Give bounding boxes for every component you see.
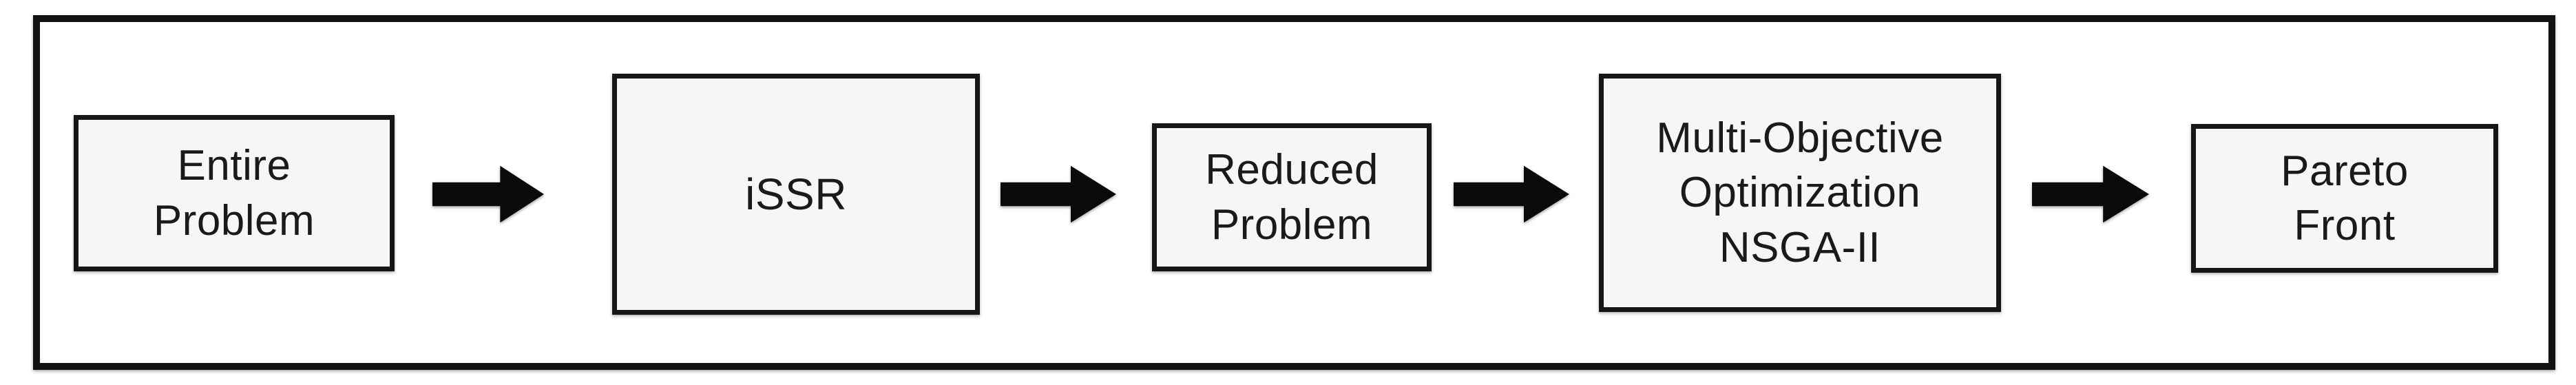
node-reduced-problem-label: Reduced Problem [1205,146,1379,249]
node-entire-problem: Entire Problem [74,115,395,271]
arrow-right-icon [432,165,544,223]
node-pareto-front-label: Pareto Front [2281,147,2409,249]
node-reduced-problem: Reduced Problem [1152,123,1432,271]
node-issr-label: iSSR [745,169,847,219]
arrow-right-icon [2032,165,2149,223]
node-pareto-front: Pareto Front [2191,124,2498,273]
node-entire-problem-label: Entire Problem [153,142,315,244]
node-multi-objective-optimization-nsga-ii-label: Multi-Objective Optimization NSGA-II [1656,114,1944,271]
arrow-right-icon [1454,165,1569,223]
arrow-right-icon [1001,165,1116,223]
node-multi-objective-optimization-nsga-ii: Multi-Objective Optimization NSGA-II [1599,74,2001,312]
node-issr: iSSR [612,74,980,315]
